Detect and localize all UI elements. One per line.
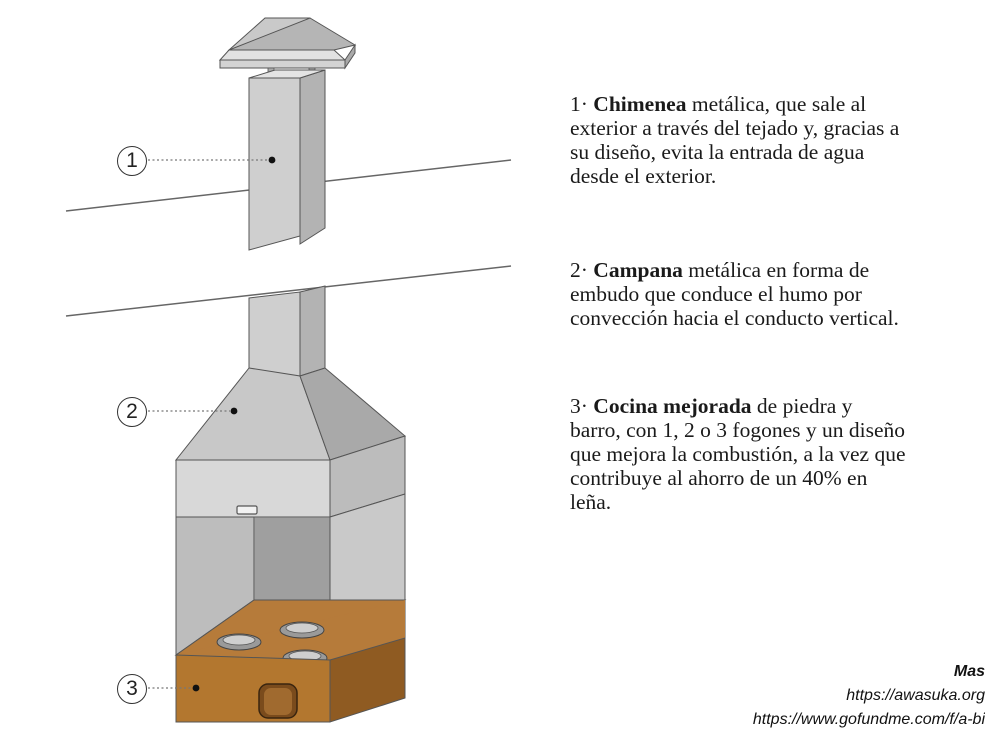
- description-term: Cocina mejorada: [593, 394, 752, 418]
- description-term: Chimenea: [593, 92, 687, 116]
- description-number: 2·: [570, 258, 588, 282]
- description-line: embudo que conduce el humo por: [570, 282, 862, 306]
- chimney-pipe: [248, 69, 326, 251]
- callout-1: 1: [117, 146, 147, 176]
- description-hood: 2· Campana metálica en forma de embudo q…: [570, 258, 985, 330]
- description-chimney: 1· Chimenea metálica, que sale al exteri…: [570, 92, 985, 188]
- description-line: su diseño, evita la entrada de agua: [570, 140, 865, 164]
- description-line: contribuye al ahorro de un 40% en: [570, 466, 868, 490]
- description-text: metálica, que sale al: [686, 92, 867, 116]
- description-number: 3·: [570, 394, 588, 418]
- stove-base: [175, 637, 406, 723]
- callout-2: 2: [117, 397, 147, 427]
- stove-top: [174, 599, 407, 667]
- description-stove: 3· Cocina mejorada de piedra y barro, co…: [570, 394, 985, 514]
- description-text: de piedra y: [751, 394, 853, 418]
- description-number: 1·: [570, 92, 588, 116]
- credit-url-gofundme: https://www.gofundme.com/f/a-bi: [752, 711, 985, 728]
- credit-name: Mas: [953, 663, 985, 680]
- credit-url-awasuka: https://awasuka.org: [846, 687, 985, 704]
- description-line: barro, con 1, 2 o 3 fogones y un diseño: [570, 418, 905, 442]
- callout-3: 3: [117, 674, 147, 704]
- roof-line-lower: [65, 265, 512, 317]
- description-line: desde el exterior.: [570, 164, 717, 188]
- description-term: Campana: [593, 258, 683, 282]
- description-line: convección hacia el conducto vertical.: [570, 306, 899, 330]
- chimney-cap: [218, 17, 357, 85]
- hood: [174, 367, 407, 518]
- credits: Mas https://awasuka.org https://www.gofu…: [585, 660, 985, 732]
- description-line: leña.: [570, 490, 612, 514]
- description-line: exterior a través del tejado y, gracias …: [570, 116, 900, 140]
- hood-neck: [248, 285, 326, 377]
- leader-lines: [148, 156, 276, 692]
- description-text: metálica en forma de: [682, 258, 870, 282]
- description-line: que mejora la combustión, a la vez que: [570, 442, 906, 466]
